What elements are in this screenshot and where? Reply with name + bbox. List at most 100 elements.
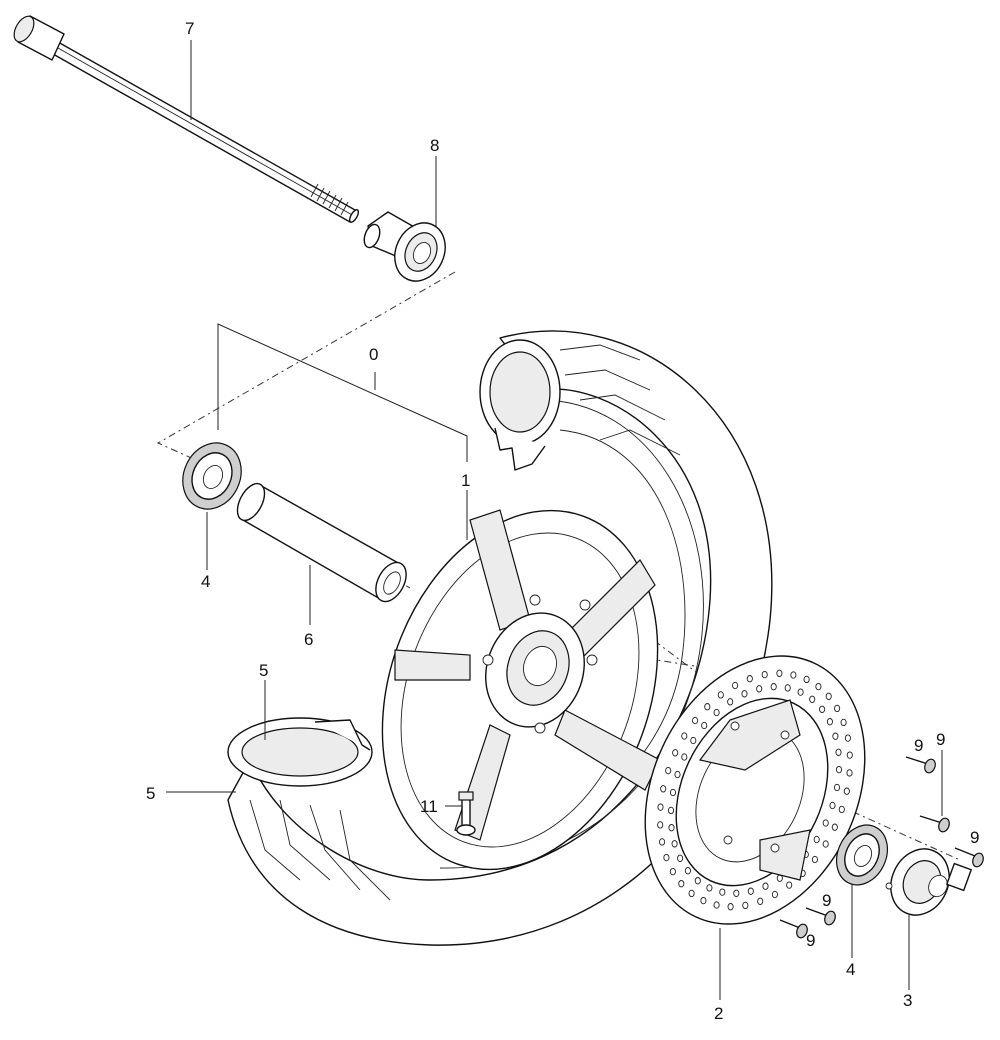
disc-vent-hole <box>681 732 688 740</box>
disc-vent-hole <box>835 748 842 756</box>
speedometer-gear <box>885 848 972 916</box>
callout-bolt-d: 9 <box>822 891 831 910</box>
bearing-right <box>836 824 888 886</box>
disc-vent-hole <box>678 880 685 888</box>
disc-vent-hole <box>776 669 783 677</box>
disc-vent-hole <box>665 766 672 775</box>
disc-vent-hole <box>829 801 836 810</box>
disc-vent-hole <box>701 721 708 730</box>
callout-spacer: 6 <box>304 630 313 649</box>
collar <box>363 211 446 282</box>
disc-vent-hole <box>756 685 763 693</box>
wheel-tire <box>227 330 773 946</box>
disc-vent-hole <box>746 675 753 683</box>
callout-brake-disc: 2 <box>714 1004 723 1023</box>
disc-vent-hole <box>727 698 734 706</box>
bolts <box>779 756 984 939</box>
disc-vent-hole <box>819 705 826 713</box>
disc-vent-hole <box>668 824 675 832</box>
disc-vent-hole <box>846 751 853 759</box>
disc-vent-hole <box>657 821 664 829</box>
callout-bolt-e: 9 <box>806 931 815 950</box>
disc-vent-hole <box>844 734 851 742</box>
disc-vent-hole <box>815 682 822 691</box>
callout-wheel-rim: 1 <box>461 471 470 490</box>
brake-disc <box>644 655 866 925</box>
disc-vent-hole <box>690 736 697 745</box>
callout-wheel-assembly: 0 <box>369 345 378 364</box>
wheel-spokes <box>394 509 661 841</box>
disc-vent-hole <box>803 675 810 684</box>
disc-vent-hole <box>669 867 676 876</box>
disc-vent-hole <box>681 753 688 761</box>
disc-vent-hole <box>831 823 838 831</box>
disc-vent-hole <box>786 881 793 889</box>
disc-vent-hole <box>671 840 678 848</box>
disc-vent-hole <box>706 884 713 892</box>
disc-vent-hole <box>843 787 850 795</box>
disc-vent-hole <box>717 691 724 699</box>
bolt-e-shape <box>779 919 808 939</box>
callout-bearing-left: 4 <box>201 572 210 591</box>
disc-vent-hole <box>704 703 711 711</box>
callout-labels: 7 8 0 1 4 6 5 5 11 2 4 3 9 9 9 9 9 <box>146 19 979 1023</box>
disc-vent-hole <box>833 783 841 792</box>
disc-vent-hole <box>809 695 816 703</box>
disc-vent-hole <box>667 806 675 815</box>
callout-bolt-c: 9 <box>970 828 979 847</box>
disc-vent-hole <box>835 765 843 774</box>
disc-vent-hole <box>790 671 797 679</box>
disc-vent-hole <box>822 840 829 848</box>
assembly-bracket <box>217 323 468 462</box>
bolt-a-shape <box>905 756 936 774</box>
disc-vent-hole <box>825 692 832 700</box>
disc-vent-hole <box>840 718 847 727</box>
disc-vent-hole <box>663 853 670 862</box>
disc-vent-hole <box>677 854 684 862</box>
disc-vent-hole <box>713 708 720 717</box>
disc-vent-hole <box>762 882 769 890</box>
disc-vent-hole <box>811 855 818 864</box>
disc-vent-hole <box>770 683 777 691</box>
bearing-left <box>182 442 242 510</box>
disc-vent-hole <box>732 681 739 690</box>
disc-vent-hole <box>834 704 841 713</box>
callout-bolt-b: 9 <box>936 730 945 749</box>
callout-air-valve: 11 <box>420 797 438 816</box>
disc-vent-hole <box>657 803 664 811</box>
callout-collar: 8 <box>430 136 439 155</box>
axle <box>13 15 360 223</box>
hub-bosses <box>482 594 598 734</box>
disc-vent-hole <box>719 888 726 896</box>
disc-vent-hole <box>761 670 768 679</box>
callout-speedometer-gear: 3 <box>903 991 912 1010</box>
callout-bearing-right: 4 <box>846 960 855 979</box>
disc-vent-hole <box>813 835 820 844</box>
disc-vent-hole <box>757 897 764 905</box>
leader-lines <box>166 40 943 1000</box>
disc-vent-hole <box>674 770 681 779</box>
bolt-b-shape <box>919 815 950 833</box>
callout-axle: 7 <box>185 19 194 38</box>
disc-vent-hole <box>733 889 740 897</box>
callout-bolt-a: 9 <box>914 736 923 755</box>
spacer <box>236 482 407 603</box>
disc-vent-hole <box>797 688 804 696</box>
bolt-d-shape <box>805 907 836 926</box>
disc-vent-hole <box>832 732 839 740</box>
disc-vent-hole <box>700 896 707 905</box>
disc-vent-hole <box>771 890 778 899</box>
bolt-c-shape <box>954 847 984 868</box>
disc-vent-hole <box>659 838 666 846</box>
disc-vent-hole <box>826 718 833 726</box>
disc-vent-hole <box>672 749 679 757</box>
disc-vent-hole <box>846 769 853 777</box>
disc-vent-hole <box>727 903 734 911</box>
disc-vent-hole <box>694 877 701 885</box>
callout-tire-side: 5 <box>146 784 155 803</box>
disc-vent-hole <box>742 901 749 910</box>
disc-vent-hole <box>688 889 695 898</box>
disc-vent-hole <box>822 819 829 827</box>
axle-thread <box>310 183 349 216</box>
